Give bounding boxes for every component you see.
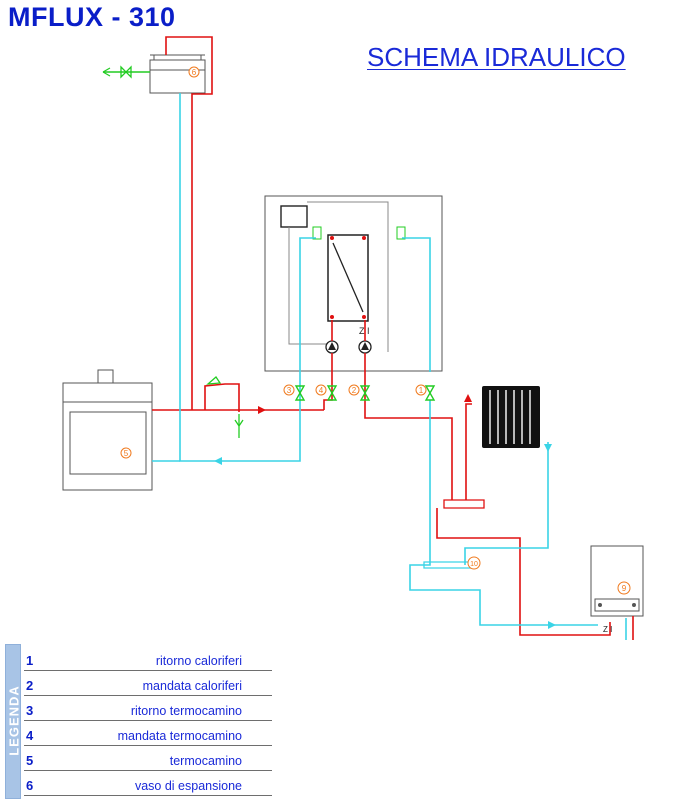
marker-3: 3 <box>283 384 295 396</box>
valves <box>206 376 435 438</box>
svg-text:2: 2 <box>352 386 357 395</box>
legend-text: ritorno termocamino <box>130 704 242 718</box>
marker-9: 9 <box>617 581 631 595</box>
legend-row-1: 1 ritorno caloriferi <box>24 646 272 671</box>
legend-num: 6 <box>26 778 34 793</box>
marker-5: 5 <box>120 447 132 459</box>
legend-tab: LEGENDA <box>5 644 22 799</box>
legend-num: 5 <box>26 753 34 768</box>
svg-text:4: 4 <box>319 386 324 395</box>
svg-text:6: 6 <box>192 68 197 77</box>
legend-row-5: 5 termocamino <box>24 746 272 771</box>
hot-flow-arrows <box>258 394 472 414</box>
svg-text:3: 3 <box>287 386 292 395</box>
boiler: Z I <box>590 545 644 634</box>
overflow-line <box>102 65 150 79</box>
marker-1: 1 <box>415 384 427 396</box>
legend-text: mandata termocamino <box>117 729 242 743</box>
legend-text: mandata caloriferi <box>142 679 242 693</box>
legend-tab-label: LEGENDA <box>6 685 22 756</box>
marker-4: 4 <box>315 384 327 396</box>
marker-10: 10 <box>467 556 481 570</box>
legend-num: 1 <box>26 653 34 668</box>
control-unit: Z I <box>264 195 443 372</box>
legend-row-3: 3 ritorno termocamino <box>24 696 272 721</box>
legend-row-4: 4 mandata termocamino <box>24 721 272 746</box>
marker-6: 6 <box>188 66 200 78</box>
svg-text:10: 10 <box>470 561 478 568</box>
legend-row-2: 2 mandata caloriferi <box>24 671 272 696</box>
legend-row-6: 6 vaso di espansione <box>24 771 272 796</box>
legend-text: ritorno caloriferi <box>155 654 242 668</box>
legend-num: 2 <box>26 678 34 693</box>
hydraulic-diagram: Z I <box>62 36 644 640</box>
legend-num: 4 <box>26 728 34 743</box>
svg-text:1: 1 <box>419 386 424 395</box>
marker-2: 2 <box>348 384 360 396</box>
legend-text: vaso di espansione <box>134 779 242 793</box>
fireplace-termocamino <box>62 369 153 491</box>
svg-text:5: 5 <box>124 449 129 458</box>
page-title: MFLUX - 310 <box>8 2 176 32</box>
svg-text:9: 9 <box>622 584 627 593</box>
cold-flow-arrows <box>214 444 556 629</box>
radiator <box>482 386 540 448</box>
svg-text:Z I: Z I <box>603 625 612 634</box>
legend-text: termocamino <box>169 754 242 768</box>
legend-num: 3 <box>26 703 34 718</box>
diagram-subtitle: SCHEMA IDRAULICO <box>367 42 626 72</box>
